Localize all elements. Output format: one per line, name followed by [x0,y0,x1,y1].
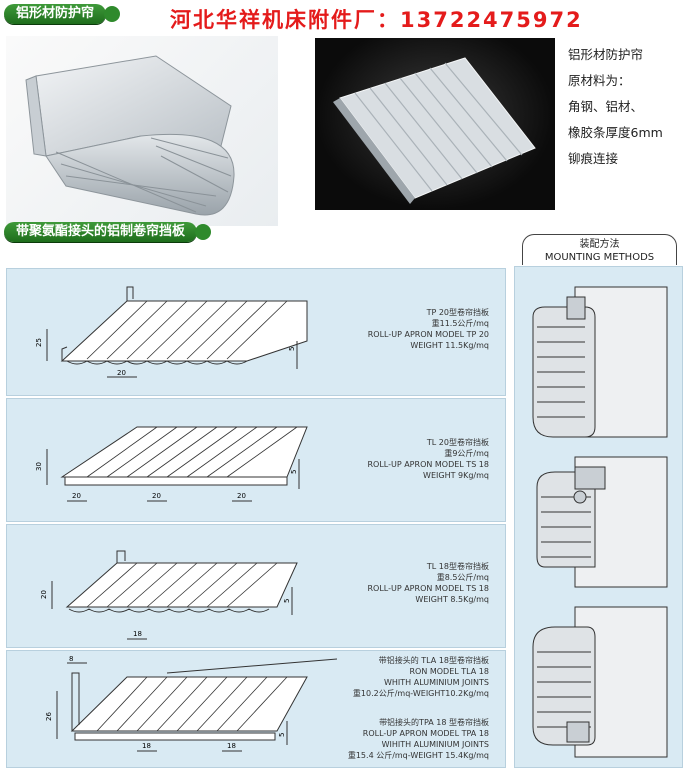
spec-line: WEIGHT 11.5Kg/mq [410,341,489,350]
section-tag-label: 铝形材防护帘 [16,6,95,21]
apron-drawing: 8 26 18 18 5 [45,655,337,752]
spec-line: 重10.2公斤/mq-WEIGHT10.2Kg/mq [352,689,489,698]
dim-label: 8 [69,655,73,663]
apron-spec: TL 18型卷帘挡板 重8.5公斤/mq ROLL-UP APRON MODEL… [367,561,489,605]
spec-line: WEIGHT 8.5Kg/mq [415,595,489,604]
spec-line: TP 20型卷帘挡板 [426,308,489,317]
dim-label: 18 [142,742,151,750]
apron-drawing: 30 20 20 20 5 [35,426,308,502]
apron-drawing: 20 18 5 [40,550,298,640]
mounting-diagrams [532,286,668,758]
spec-line: WIHITH ALUMINIUM JOINTS [381,740,489,749]
spec-line: TL 20型卷帘挡板 [426,438,489,447]
photo-flat-apron [315,38,555,210]
apron-panel-tl18: 20 18 5 TL 18型卷帘挡板 重8.5公斤/mq ROLL-UP APR… [6,524,506,648]
spec-line: 重9公斤/mq [444,449,489,458]
section-tag-label: 带聚氨酯接头的铝制卷帘挡板 [16,224,186,239]
spec-line: WEIGHT 9Kg/mq [423,471,489,480]
dim-label: 26 [45,712,53,721]
side-description: 铝形材防护帘 原材料为： 角钢、铝材、 橡胶条厚度6mm 铆痕连接 [568,42,663,172]
side-line: 铆痕连接 [568,151,619,166]
apron-spec: 带铝接头的 TLA 18型卷帘挡板 RON MODEL TLA 18 WHITH… [353,655,489,699]
spec-line: ROLL-UP APRON MODEL TS 18 [367,460,489,469]
dim-label: 20 [40,590,48,599]
spec-line: TL 18型卷帘挡板 [426,562,489,571]
dim-label: 20 [117,369,126,377]
dim-label: 5 [290,470,298,474]
dim-label: 30 [35,462,43,471]
dim-label: 5 [288,347,296,351]
spec-line: 重11.5公斤/mq [431,319,489,328]
mounting-title-cn: 装配方法 [579,239,620,250]
dim-label: 5 [283,599,291,603]
apron-spec-2: 带铝接头的TPA 18 型卷帘挡板 ROLL-UP APRON MODEL TP… [348,717,489,761]
side-line: 角钢、铝材、 [568,99,644,114]
mounting-methods-panel [514,266,683,768]
dim-label: 5 [278,733,286,737]
apron-panel-tl20: 30 20 20 20 5 TL 20型卷帘挡板 重9公斤/mq ROLL-UP… [6,398,506,522]
spec-line: 带铝接头的 TLA 18型卷帘挡板 [378,656,489,665]
apron-spec: TL 20型卷帘挡板 重9公斤/mq ROLL-UP APRON MODEL T… [367,437,489,481]
section-tag-aluminum-cover: 铝形材防护帘 [4,4,121,24]
side-line: 铝形材防护帘 [568,47,644,62]
spec-line: 重8.5公斤/mq [436,573,489,582]
spec-line: WHITH ALUMINIUM JOINTS [384,678,489,687]
mounting-methods-header: 装配方法 MOUNTING METHODS [522,234,677,265]
dim-label: 18 [133,630,142,638]
spec-line: 带铝接头的TPA 18 型卷帘挡板 [379,718,489,727]
dim-label: 25 [35,338,43,347]
apron-panel-tla18: 8 26 18 18 5 带铝接头的 TLA 18型卷帘挡板 RON MODEL… [6,650,506,768]
apron-panel-tp20: 25 20 5 TP 20型卷帘挡板 重11.5公斤/mq ROLL-UP AP… [6,268,506,396]
photo-rolled-apron [6,36,278,226]
spec-line: ROLL-UP APRON MODEL TP 20 [367,330,489,339]
spec-line: 重15.4 公斤/mq-WEIGHT 15.4Kg/mq [347,751,489,760]
dim-label: 20 [152,492,161,500]
apron-spec: TP 20型卷帘挡板 重11.5公斤/mq ROLL-UP APRON MODE… [368,307,489,351]
dim-label: 18 [227,742,236,750]
apron-drawing: 25 20 5 [35,286,308,378]
dim-label: 20 [237,492,246,500]
spec-line: ROLL-UP APRON MODEL TPA 18 [362,729,489,738]
mounting-title-en: MOUNTING METHODS [544,252,655,263]
company-headline: 河北华祥机床附件厂：13722475972 [170,8,583,32]
dim-label: 20 [72,492,81,500]
spec-line: RON MODEL TLA 18 [409,667,489,676]
spec-line: ROLL-UP APRON MODEL TS 18 [367,584,489,593]
section-tag-pu-joint-apron: 带聚氨酯接头的铝制卷帘挡板 [4,222,212,242]
side-line: 橡胶条厚度6mm [568,125,663,140]
side-line: 原材料为： [568,73,631,88]
